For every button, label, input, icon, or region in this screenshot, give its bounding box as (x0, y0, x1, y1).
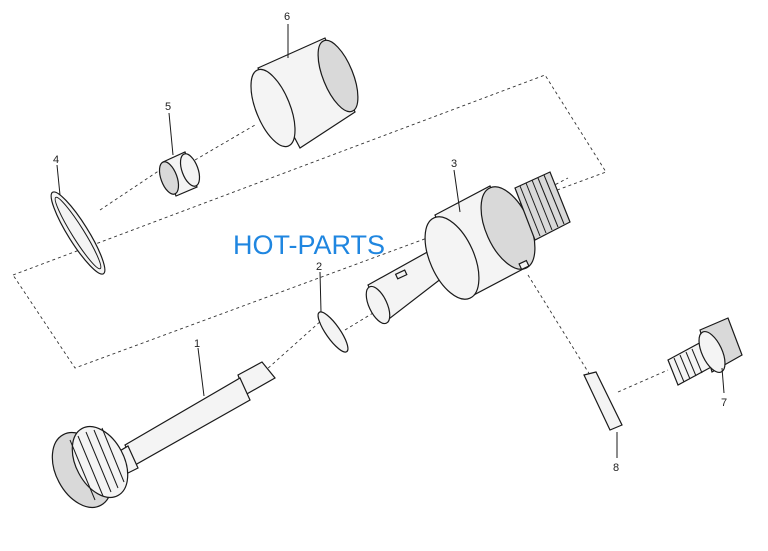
callout-7: 7 (721, 397, 727, 409)
callout-labels: 1 2 3 4 5 6 7 8 (53, 11, 727, 474)
part-7-bolt (667, 317, 743, 386)
callout-3: 3 (451, 158, 457, 170)
leader-lines (56, 24, 725, 458)
part-8-washer (583, 371, 623, 431)
part-6-bushing (250, 37, 359, 149)
part-1-shaft (51, 361, 276, 508)
thread-lines (519, 174, 565, 237)
assembly-boundary (12, 74, 607, 369)
callout-4: 4 (53, 154, 59, 166)
part-4-washer (50, 191, 106, 275)
callout-5: 5 (165, 101, 171, 113)
part-3-housing (365, 171, 571, 325)
callout-6: 6 (284, 11, 290, 23)
callout-2: 2 (316, 261, 322, 273)
watermark-text: HOT-PARTS (233, 230, 385, 260)
callout-8: 8 (613, 462, 619, 474)
callout-1: 1 (194, 338, 200, 350)
gear (51, 426, 129, 508)
part-5-collar (158, 151, 201, 197)
axis-lines (99, 99, 669, 421)
part-2-washer (317, 311, 349, 353)
